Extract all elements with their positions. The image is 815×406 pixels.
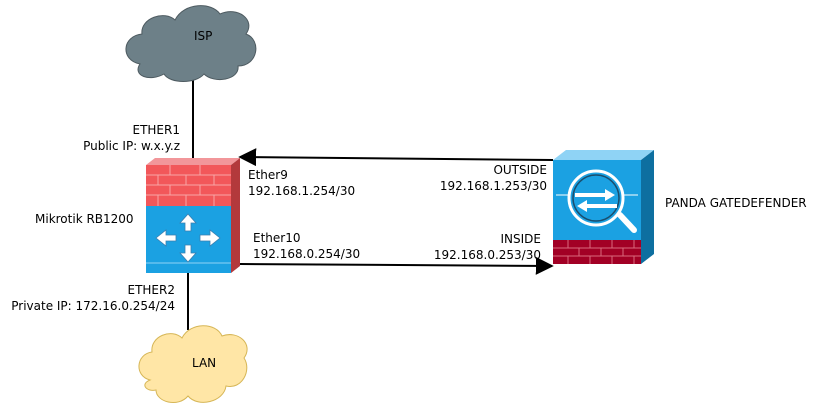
isp-label: ISP <box>194 29 213 43</box>
ether9-ip: 192.168.1.254/30 <box>248 184 356 198</box>
outside-name: OUTSIDE <box>493 163 547 177</box>
inside-labels: INSIDE 192.168.0.253/30 <box>395 232 541 262</box>
panda-firewall <box>553 240 641 264</box>
lan-cloud <box>138 325 248 404</box>
ether1-ip: Public IP: w.x.y.z <box>83 139 180 153</box>
mikrotik-bricks <box>146 165 231 206</box>
ether9-labels: Ether9 192.168.1.254/30 <box>248 168 355 198</box>
magnifier-icon <box>556 169 638 233</box>
router-arrows-icon <box>155 213 221 263</box>
panda-label: PANDA GATEDEFENDER <box>665 196 807 210</box>
ether9-name: Ether9 <box>248 168 288 182</box>
ether2-ip: Private IP: 172.16.0.254/24 <box>11 299 175 313</box>
ether1-name: ETHER1 <box>132 123 181 137</box>
lan-label: LAN <box>192 356 217 370</box>
ether10-name: Ether10 <box>253 231 301 245</box>
panda-bricks <box>553 240 641 264</box>
outside-link <box>238 148 554 167</box>
inside-ip: 192.168.0.253/30 <box>433 248 541 262</box>
panda-side <box>641 150 654 264</box>
ether1-labels: ETHER1 Public IP: w.x.y.z <box>50 123 180 153</box>
mikrotik-device <box>146 158 240 273</box>
mikrotik-side <box>231 158 240 273</box>
outside-ip: 192.168.1.253/30 <box>439 179 547 193</box>
ether10-ip: 192.168.0.254/30 <box>253 247 361 261</box>
mikrotik-label: Mikrotik RB1200 <box>35 212 134 226</box>
panda-top <box>553 150 654 160</box>
outside-labels: OUTSIDE 192.168.1.253/30 <box>400 163 547 193</box>
panda-device <box>553 150 654 264</box>
inside-name: INSIDE <box>500 232 542 246</box>
ether2-name: ETHER2 <box>127 283 176 297</box>
inside-link <box>239 256 554 275</box>
ether10-labels: Ether10 192.168.0.254/30 <box>253 231 360 261</box>
mikrotik-top <box>146 158 240 165</box>
ether2-labels: ETHER2 Private IP: 172.16.0.254/24 <box>0 283 175 313</box>
isp-cloud <box>125 5 257 82</box>
